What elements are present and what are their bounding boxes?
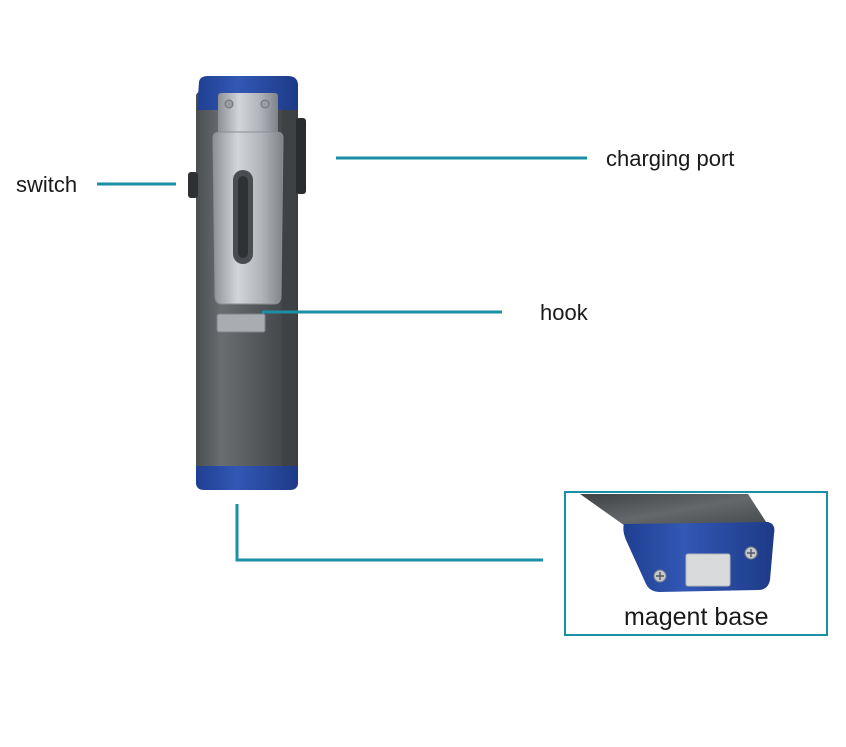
- callout-lines: [97, 156, 587, 562]
- label-charging-port: charging port: [606, 146, 735, 171]
- label-magnet-base: magent base: [624, 603, 769, 631]
- magnet-base-inset: [564, 491, 828, 636]
- body-facet: [282, 96, 296, 468]
- charging-port-cover: [296, 118, 306, 194]
- inset-screw-left-cross: [656, 572, 664, 580]
- flashlight: [188, 76, 306, 490]
- bottom-cap: [196, 466, 298, 490]
- clip-tip: [216, 313, 266, 333]
- label-switch: switch: [16, 172, 78, 197]
- callout-magnet-base: [235, 504, 543, 562]
- switch-button: [188, 172, 198, 198]
- mount-screw-right: [260, 99, 270, 109]
- clip-mount: [218, 93, 278, 133]
- magnet-square: [685, 553, 731, 587]
- inset-screw-right-cross: [747, 549, 755, 557]
- label-hook: hook: [540, 300, 588, 325]
- mount-screw-left: [224, 99, 234, 109]
- clip-slot-inner: [238, 176, 248, 258]
- inset-body: [580, 494, 770, 528]
